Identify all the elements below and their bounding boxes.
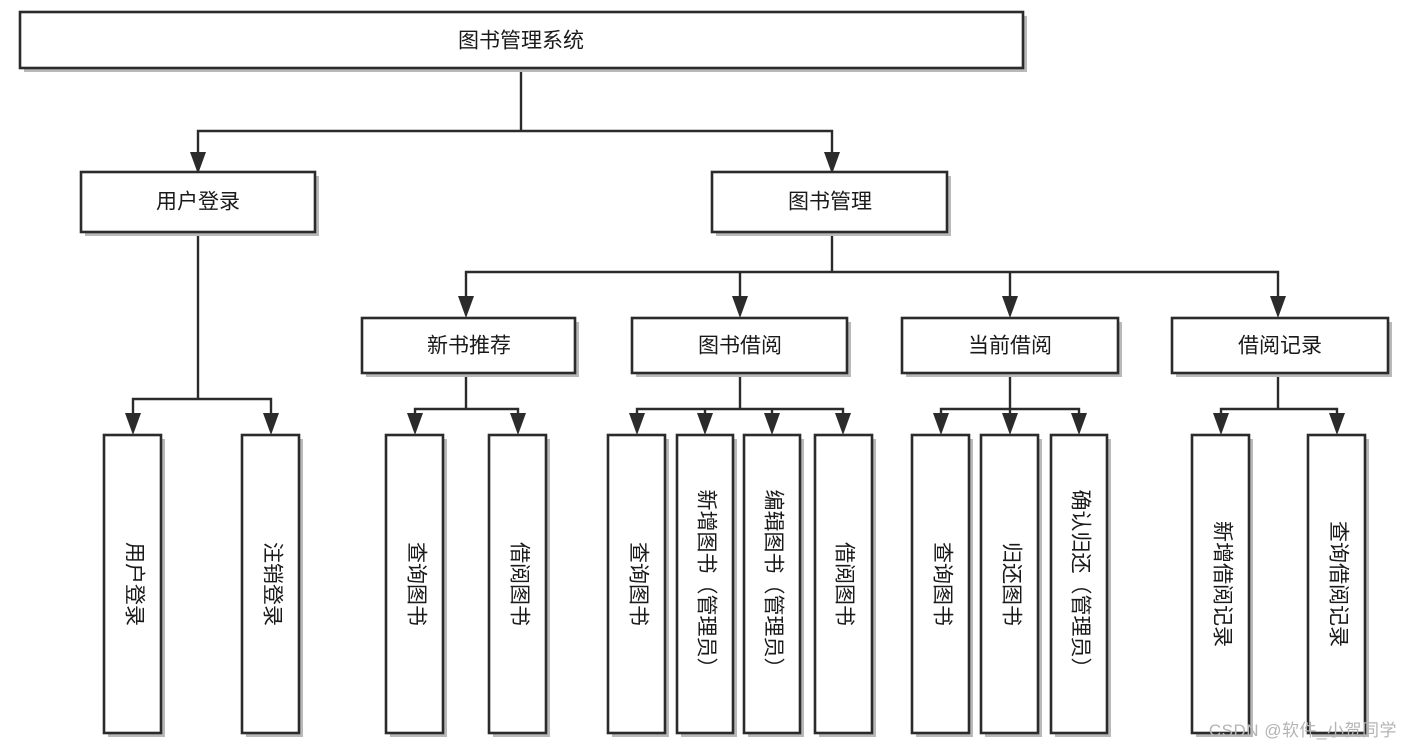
leaf-add-book-box[interactable] xyxy=(675,433,735,735)
leaf-user-login-label: 用户登录 xyxy=(122,542,145,626)
leaf-query-book-1-label: 查询图书 xyxy=(404,542,427,626)
leaf-return-book-label: 归还图书 xyxy=(999,542,1022,626)
node-current-borrow[interactable]: 当前借阅 xyxy=(900,316,1122,377)
leaf-add-book-label: 新增图书（管理员） xyxy=(694,490,717,679)
arrow-to-leaf-edit-book xyxy=(764,413,780,435)
node-current-borrow-box[interactable] xyxy=(900,316,1120,375)
connector-layer xyxy=(125,66,1345,435)
leaf-query-book-1[interactable]: 查询图书 xyxy=(384,433,447,737)
leaf-user-login-box[interactable] xyxy=(102,433,163,735)
leaf-query-record-label: 查询借阅记录 xyxy=(1326,521,1349,647)
leaf-add-record-box[interactable] xyxy=(1190,433,1251,735)
connector-current-borrow-bus xyxy=(939,371,1081,422)
leaf-return-book[interactable]: 归还图书 xyxy=(979,433,1042,737)
arrow-to-leaf-query-book-1 xyxy=(407,413,423,435)
connector-user-login-bus xyxy=(131,230,273,422)
arrow-to-leaf-confirm-return xyxy=(1071,413,1087,435)
connector-new-book-rec-bus xyxy=(413,371,520,422)
arrow-to-leaf-add-book xyxy=(697,413,713,435)
leaf-user-login[interactable]: 用户登录 xyxy=(102,433,165,737)
leaf-query-book-3-label: 查询图书 xyxy=(930,542,953,626)
leaf-add-record-label: 新增借阅记录 xyxy=(1210,521,1233,647)
leaf-query-record-box[interactable] xyxy=(1306,433,1367,735)
leaf-edit-book-label: 编辑图书（管理员） xyxy=(761,490,784,679)
node-new-book-rec-label: 新书推荐 xyxy=(427,335,511,358)
connector-book-borrow-bus xyxy=(635,371,845,422)
leaf-confirm-return-box[interactable] xyxy=(1049,433,1109,735)
arrow-to-borrow-record xyxy=(1270,296,1286,318)
connector-root-bus xyxy=(196,66,834,162)
node-new-book-rec-box[interactable] xyxy=(360,316,577,375)
node-user-login-box[interactable] xyxy=(79,170,317,234)
node-root-box[interactable] xyxy=(18,10,1025,70)
leaf-query-book-2-label: 查询图书 xyxy=(626,542,649,626)
arrow-to-leaf-query-book-2 xyxy=(629,413,645,435)
leaf-borrow-book-1-label: 借阅图书 xyxy=(507,542,530,626)
node-borrow-record-box[interactable] xyxy=(1170,316,1390,375)
leaf-user-logout-label: 注销登录 xyxy=(260,542,283,626)
node-root[interactable]: 图书管理系统 xyxy=(18,10,1027,72)
leaf-return-book-box[interactable] xyxy=(979,433,1040,735)
arrow-to-book-borrow xyxy=(732,296,748,318)
arrow-to-new-book-rec xyxy=(458,296,474,318)
leaf-query-book-3-box[interactable] xyxy=(910,433,971,735)
arrow-to-book-manage xyxy=(824,152,840,174)
arrow-to-leaf-add-record xyxy=(1213,413,1229,435)
arrow-to-leaf-user-login xyxy=(125,413,141,435)
leaf-borrow-book-2-label: 借阅图书 xyxy=(832,542,855,626)
leaf-add-book[interactable]: 新增图书（管理员） xyxy=(675,433,737,737)
leaf-query-book-3[interactable]: 查询图书 xyxy=(910,433,973,737)
leaf-user-logout[interactable]: 注销登录 xyxy=(240,433,303,737)
leaf-query-record[interactable]: 查询借阅记录 xyxy=(1306,433,1369,737)
leaf-borrow-book-2-box[interactable] xyxy=(813,433,874,735)
connector-book-manage-bus xyxy=(464,230,1280,302)
arrow-to-user-login xyxy=(190,152,206,174)
node-book-borrow-label: 图书借阅 xyxy=(698,335,782,358)
connector-borrow-record-bus xyxy=(1219,371,1339,422)
arrow-to-leaf-user-logout xyxy=(263,413,279,435)
csdn-watermark: CSDN @软件_小贺同学 xyxy=(1208,721,1397,740)
leaf-confirm-return-label: 确认归还（管理员） xyxy=(1068,490,1091,679)
arrow-to-current-borrow xyxy=(1002,296,1018,318)
node-book-manage-label: 图书管理 xyxy=(788,191,872,214)
node-new-book-rec[interactable]: 新书推荐 xyxy=(360,316,579,377)
leaf-query-book-2-box[interactable] xyxy=(606,433,667,735)
leaf-borrow-book-2[interactable]: 借阅图书 xyxy=(813,433,876,737)
node-root-label: 图书管理系统 xyxy=(458,30,584,53)
leaf-confirm-return[interactable]: 确认归还（管理员） xyxy=(1049,433,1111,737)
node-borrow-record-label: 借阅记录 xyxy=(1238,335,1322,358)
node-book-manage-box[interactable] xyxy=(710,170,949,234)
arrow-to-leaf-return-book xyxy=(1002,413,1018,435)
arrow-to-leaf-query-book-3 xyxy=(933,413,949,435)
arrow-to-leaf-borrow-book-1 xyxy=(510,413,526,435)
leaf-user-logout-box[interactable] xyxy=(240,433,301,735)
arrow-to-leaf-query-record xyxy=(1329,413,1345,435)
arrow-to-leaf-borrow-book-2 xyxy=(835,413,851,435)
node-current-borrow-label: 当前借阅 xyxy=(968,335,1052,358)
leaf-borrow-book-1-box[interactable] xyxy=(487,433,548,735)
leaf-edit-book[interactable]: 编辑图书（管理员） xyxy=(742,433,804,737)
node-user-login[interactable]: 用户登录 xyxy=(79,170,319,236)
node-user-login-label: 用户登录 xyxy=(156,191,240,214)
node-borrow-record[interactable]: 借阅记录 xyxy=(1170,316,1392,377)
leaf-query-book-1-box[interactable] xyxy=(384,433,445,735)
leaf-add-record[interactable]: 新增借阅记录 xyxy=(1190,433,1253,737)
node-book-borrow[interactable]: 图书借阅 xyxy=(630,316,851,377)
leaf-borrow-book-1[interactable]: 借阅图书 xyxy=(487,433,550,737)
node-book-borrow-box[interactable] xyxy=(630,316,849,375)
leaf-edit-book-box[interactable] xyxy=(742,433,802,735)
node-book-manage[interactable]: 图书管理 xyxy=(710,170,951,236)
leaf-query-book-2[interactable]: 查询图书 xyxy=(606,433,669,737)
